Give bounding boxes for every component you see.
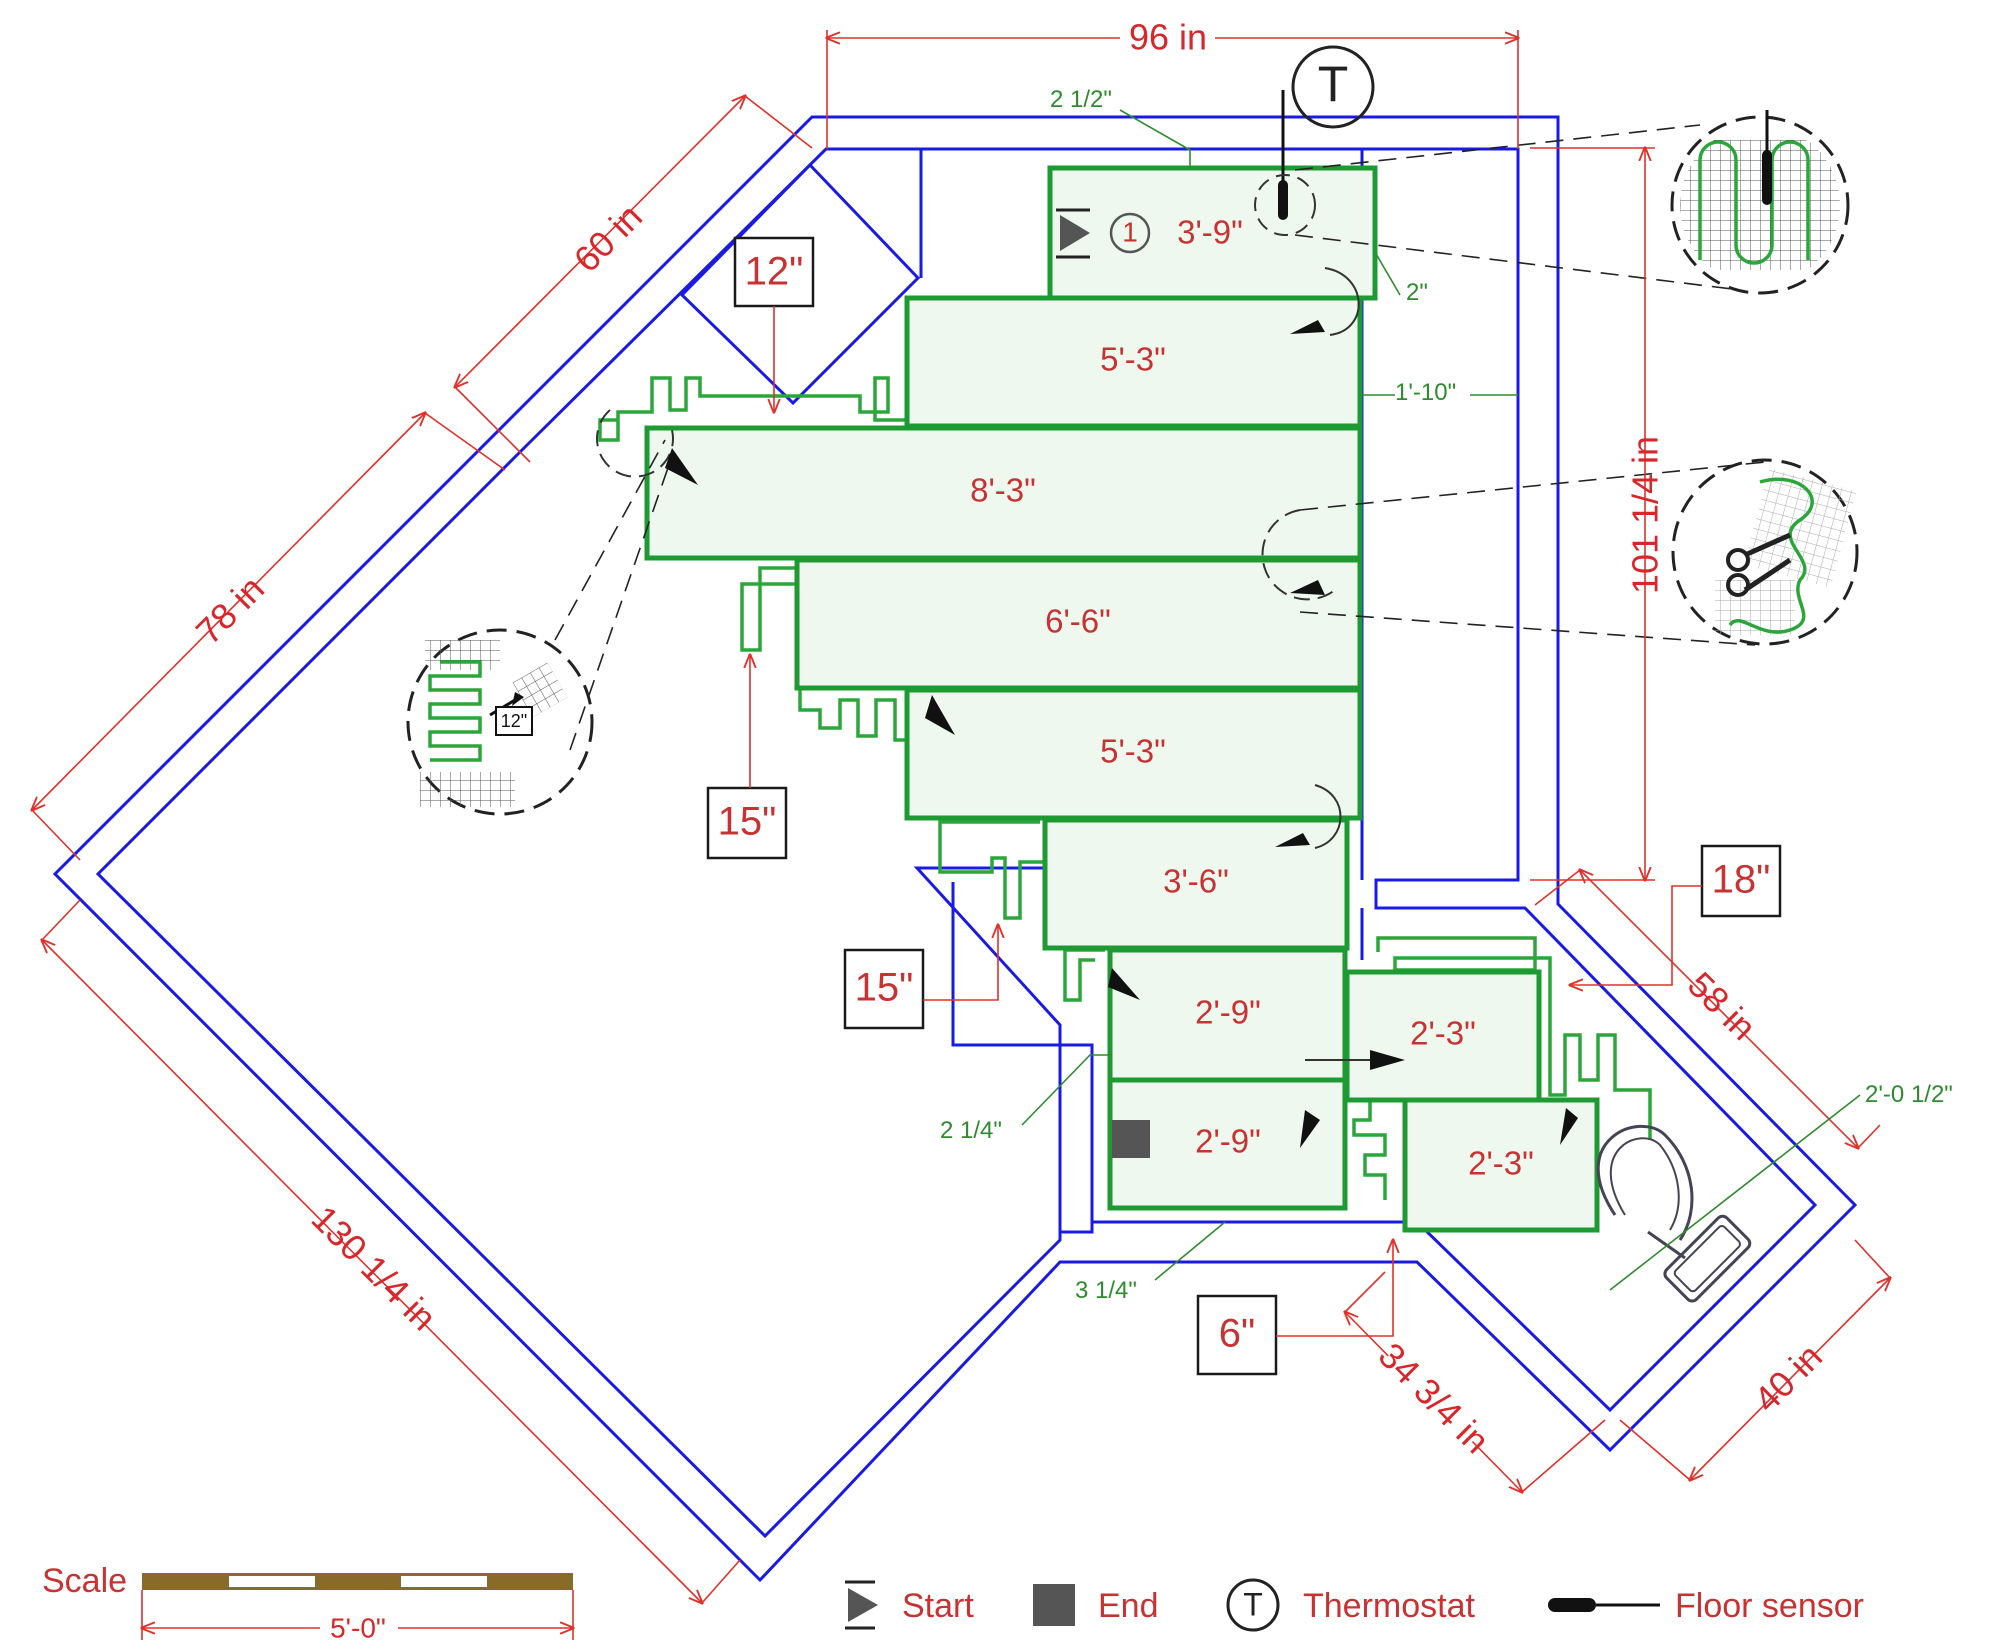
dim-toilet-gap: 2'-0 1/2" — [1865, 1081, 1953, 1108]
cable-run-small — [1352, 1102, 1387, 1200]
svg-text:15": 15" — [855, 966, 914, 1010]
mat-2-label: 5'-3" — [1100, 341, 1166, 378]
cable-run-bottom — [1063, 948, 1105, 1002]
mat-6-label: 3'-6" — [1163, 863, 1229, 900]
dim-right-gap: 1'-10" — [1395, 379, 1456, 406]
thermostat-icon — [1291, 45, 1375, 129]
spacing-box-15b: 15" — [843, 948, 925, 1030]
dim-right-height: 101 1/4 in — [1625, 436, 1666, 594]
legend-thermostat-icon — [1226, 1578, 1280, 1632]
legend-floor-sensor-icon — [1548, 1598, 1660, 1612]
end-marker-icon — [1112, 1120, 1150, 1158]
scale-bar: Scale 5'-0" — [42, 1562, 573, 1646]
dimension-lines: 96 in 101 1/4 in 60 in 78 in 130 1/4 in … — [32, 17, 1890, 1640]
spacing-box-15a: 15" — [706, 786, 788, 860]
mat-1 — [1047, 165, 1378, 301]
mat-1-label: 3'-9" — [1177, 214, 1243, 251]
thermostat-symbol: T — [1318, 56, 1349, 112]
shower-divider — [913, 866, 1086, 1240]
floor-sensor-callout — [1254, 90, 1741, 291]
mat-7-label: 2'-9" — [1195, 994, 1261, 1031]
svg-text:6": 6" — [1219, 1312, 1255, 1356]
spacing-box-18: 18" — [1700, 844, 1782, 918]
turn-arrows — [596, 267, 1578, 1148]
legend-start-icon — [848, 1588, 878, 1622]
dim-top-width: 96 in — [1129, 17, 1207, 58]
cable-run-top-left — [598, 376, 905, 442]
dim-diag-bottom-mid: 34 3/4 in — [1371, 1335, 1498, 1462]
shower-inner — [951, 882, 1094, 1222]
legend-thermostat: Thermostat — [1303, 1587, 1475, 1625]
mat-2 — [904, 295, 1363, 429]
start-number: 1 — [1122, 216, 1138, 247]
svg-text:12": 12" — [745, 250, 804, 294]
start-marker: 1 — [1056, 208, 1151, 259]
dim-bottom-gap: 3 1/4" — [1075, 1277, 1137, 1304]
legend: Start End T Thermostat Floor sensor — [845, 1578, 1864, 1632]
cable-run-left-15b — [798, 686, 912, 742]
mat-4 — [794, 557, 1363, 691]
svg-text:18": 18" — [1712, 858, 1771, 902]
legend-end: End — [1098, 1587, 1159, 1625]
floor-sensor-icon — [1278, 180, 1288, 220]
cable-run-left-15c — [938, 820, 1050, 920]
heating-mats: 3'-9" 5'-3" 8'-3" 6'-6" 5'-3" 3'-6" 2'-9… — [644, 165, 1600, 1233]
mat-10-label: 2'-3" — [1468, 1145, 1534, 1182]
mat-5-label: 5'-3" — [1100, 733, 1166, 770]
inset-sensor-detail — [1670, 110, 1850, 295]
spacing-box-12: 12" — [733, 236, 815, 308]
scale-length: 5'-0" — [330, 1612, 386, 1643]
scissors-icon — [1726, 532, 1792, 597]
dim-diag-right-upper: 58 in — [1680, 964, 1764, 1048]
legend-start: Start — [902, 1587, 974, 1625]
dim-diag-upper: 60 in — [566, 196, 650, 280]
start-icon — [1060, 215, 1090, 251]
mat-3 — [644, 425, 1363, 561]
spacing-labels: 12" 15" 15" 18" 6" — [706, 236, 1782, 1376]
inset-spacing-label: 12" — [501, 711, 527, 731]
mat-9 — [1107, 1077, 1348, 1211]
thermostat: T — [1291, 45, 1375, 129]
inset-cable-detail: 12" — [406, 439, 671, 816]
dim-left-gap: 2 1/4" — [940, 1117, 1002, 1144]
toilet-icon — [1596, 1125, 1752, 1303]
svg-text:15": 15" — [718, 800, 777, 844]
spacing-box-6: 6" — [1196, 1294, 1278, 1376]
scale-label: Scale — [42, 1562, 127, 1600]
dim-right-gap-small: 2" — [1406, 279, 1428, 306]
small-dimensions: 2 1/2" 2" 1'-10" 2 1/4" 3 1/4" 2'-0 1/2" — [940, 86, 1953, 1304]
mat-4-label: 6'-6" — [1045, 603, 1111, 640]
dim-top-gap: 2 1/2" — [1050, 86, 1112, 113]
cable-run-left-15a — [740, 566, 802, 652]
legend-end-icon — [1033, 1584, 1075, 1626]
mat-3-label: 8'-3" — [970, 472, 1036, 509]
dim-diag-right-lower: 40 in — [1746, 1336, 1830, 1420]
inset-scissors-detail — [1299, 458, 1859, 646]
legend-floor-sensor: Floor sensor — [1675, 1587, 1864, 1625]
mat-8-label: 2'-3" — [1410, 1015, 1476, 1052]
legend-thermostat-symbol: T — [1243, 1586, 1263, 1622]
mat-9-label: 2'-9" — [1195, 1123, 1261, 1160]
